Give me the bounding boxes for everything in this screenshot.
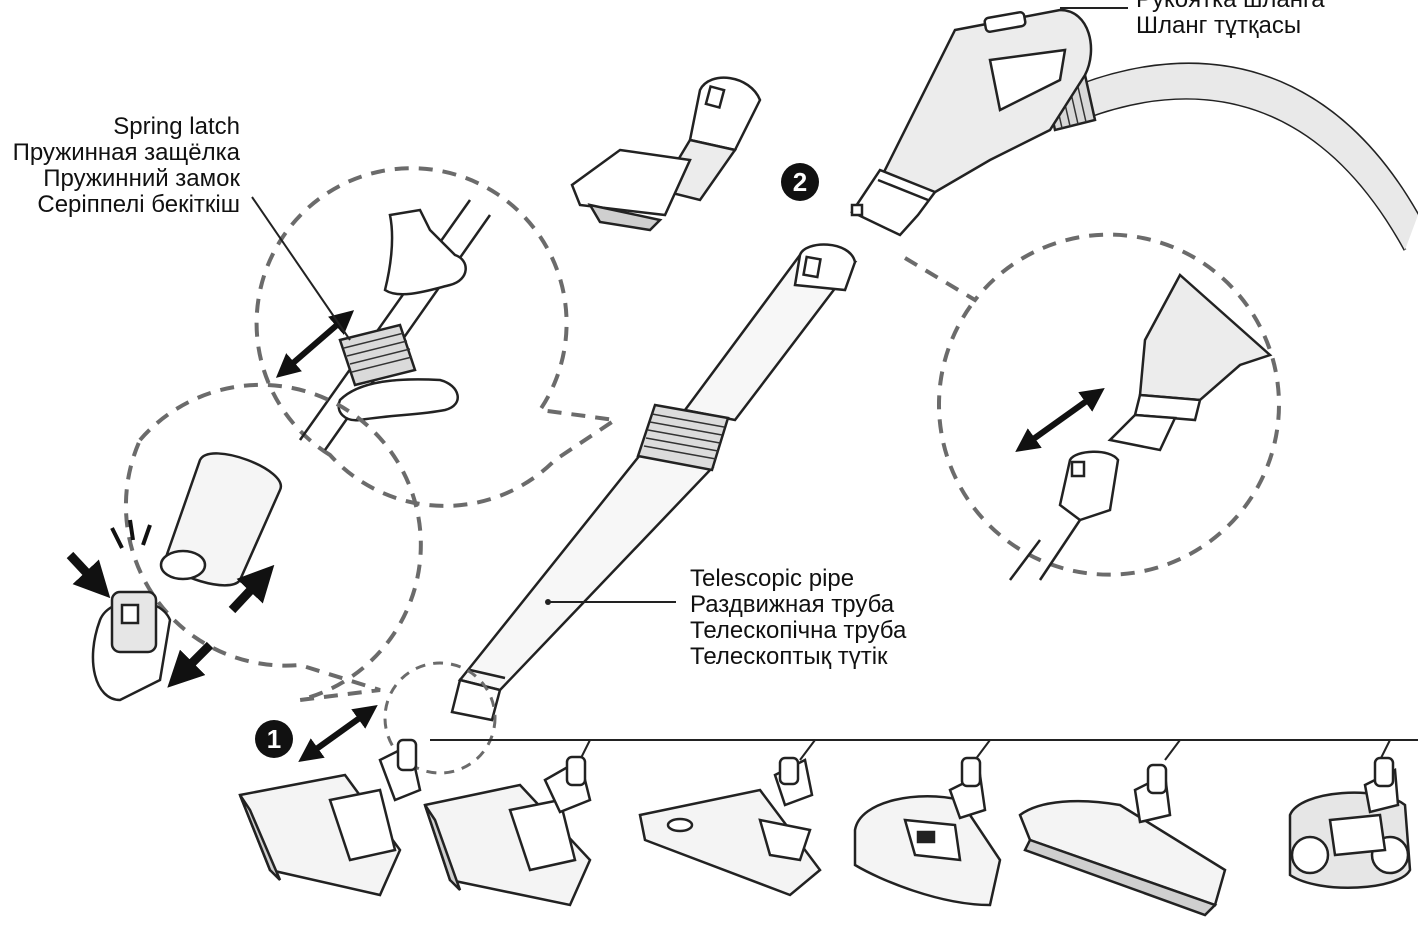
spring-latch-label-ua: Пружинний замок [43, 165, 240, 192]
attachment-bracket [430, 739, 1418, 761]
telescopic-pipe-label-ua: Телескопічна труба [690, 617, 907, 644]
pipe-joint-marker [383, 661, 497, 775]
spring-latch-label-ru: Пружинная защёлка [12, 139, 240, 166]
svg-text:1: 1 [267, 724, 281, 754]
spring-latch-leader [251, 196, 351, 341]
hose-handle-icon [850, 8, 1418, 251]
double-arrow-icon [298, 705, 378, 762]
step-1-badge: 1 [255, 720, 293, 758]
parquet-brush-icon [638, 756, 822, 897]
floor-nozzle-icon [238, 738, 422, 897]
hose-handle-label: Рукоятка шланга Шланг тұтқасы [1136, 0, 1325, 39]
hose-handle-label-kz: Шланг тұтқасы [1136, 12, 1302, 39]
spring-latch-label-en: Spring latch [113, 113, 240, 140]
double-arrow-icon [1015, 388, 1105, 452]
hand-icon [298, 199, 492, 451]
svg-text:2: 2 [793, 167, 807, 197]
press-arrow-icon [66, 519, 275, 688]
spring-latch-label-kz: Серіппелі бекіткіш [37, 191, 240, 218]
spring-latch-detail [251, 166, 621, 508]
double-arrow-icon [275, 310, 355, 378]
crevice-tool-icon [1018, 763, 1227, 917]
telescopic-pipe-label-en: Telescopic pipe [690, 565, 855, 592]
turbo-brush-icon [853, 756, 1002, 907]
telescopic-pipe-icon [450, 243, 858, 722]
step-2-badge: 2 [781, 163, 819, 201]
hose-handle-label-ru: Рукоятка шланга [1136, 0, 1325, 13]
handle-connection-detail [903, 232, 1281, 581]
spring-latch-label: Spring latch Пружинная защёлка Пружинний… [0, 114, 240, 218]
telescopic-pipe-label: Telescopic pipe Раздвижная труба Телеско… [690, 566, 906, 670]
telescopic-pipe-label-kz: Телескоптық түтік [690, 643, 888, 670]
telescopic-pipe-label-ru: Раздвижная труба [690, 591, 895, 618]
floor-nozzle-icon [423, 755, 592, 907]
crevice-tool-icon [570, 76, 762, 232]
nozzle-release-detail [66, 382, 423, 702]
pet-turbo-brush-icon [1288, 756, 1412, 889]
